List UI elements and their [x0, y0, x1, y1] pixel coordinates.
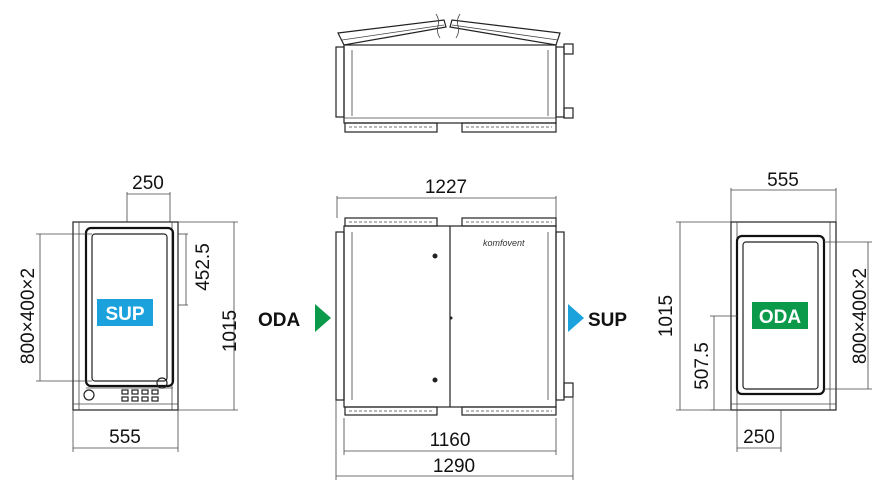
- flow-out-arrow-icon: [568, 304, 584, 332]
- front-view: 1227 komfovent ODA SUP 1160: [258, 177, 627, 480]
- front-dim-bottom-outer: 1290: [433, 456, 475, 477]
- left-dim-bottom: 555: [109, 427, 141, 448]
- right-dim-right: 800×400×2: [850, 268, 871, 364]
- left-dim-inner: 452.5: [193, 243, 214, 291]
- right-dim-left: 1015: [656, 295, 677, 337]
- left-dim-top: 250: [132, 173, 164, 194]
- front-dim-bottom-inner: 1160: [430, 430, 471, 451]
- left-view: 250 SUP 800×400×2 452.5: [18, 173, 241, 452]
- flow-out-label: SUP: [588, 310, 627, 331]
- front-dim-top: 1227: [425, 177, 467, 198]
- flow-in-arrow-icon: [315, 304, 331, 332]
- right-dim-top: 555: [767, 170, 799, 191]
- flow-in-label: ODA: [258, 310, 301, 331]
- sup-tag-left: [97, 299, 153, 326]
- left-dim-left: 800×400×2: [18, 268, 39, 364]
- right-dim-bottom: 250: [743, 427, 775, 448]
- sup-tag-left-label: SUP: [105, 304, 144, 325]
- oda-tag-right-label: ODA: [759, 307, 802, 328]
- brand-logo: komfovent: [483, 238, 525, 248]
- left-dim-right: 1015: [220, 310, 241, 352]
- oda-tag-right: [752, 302, 808, 329]
- right-dim-inner: 507.5: [692, 342, 713, 390]
- top-view: [335, 13, 574, 133]
- right-view: 555 ODA 1015 507.5 800×400×2 250: [656, 170, 872, 452]
